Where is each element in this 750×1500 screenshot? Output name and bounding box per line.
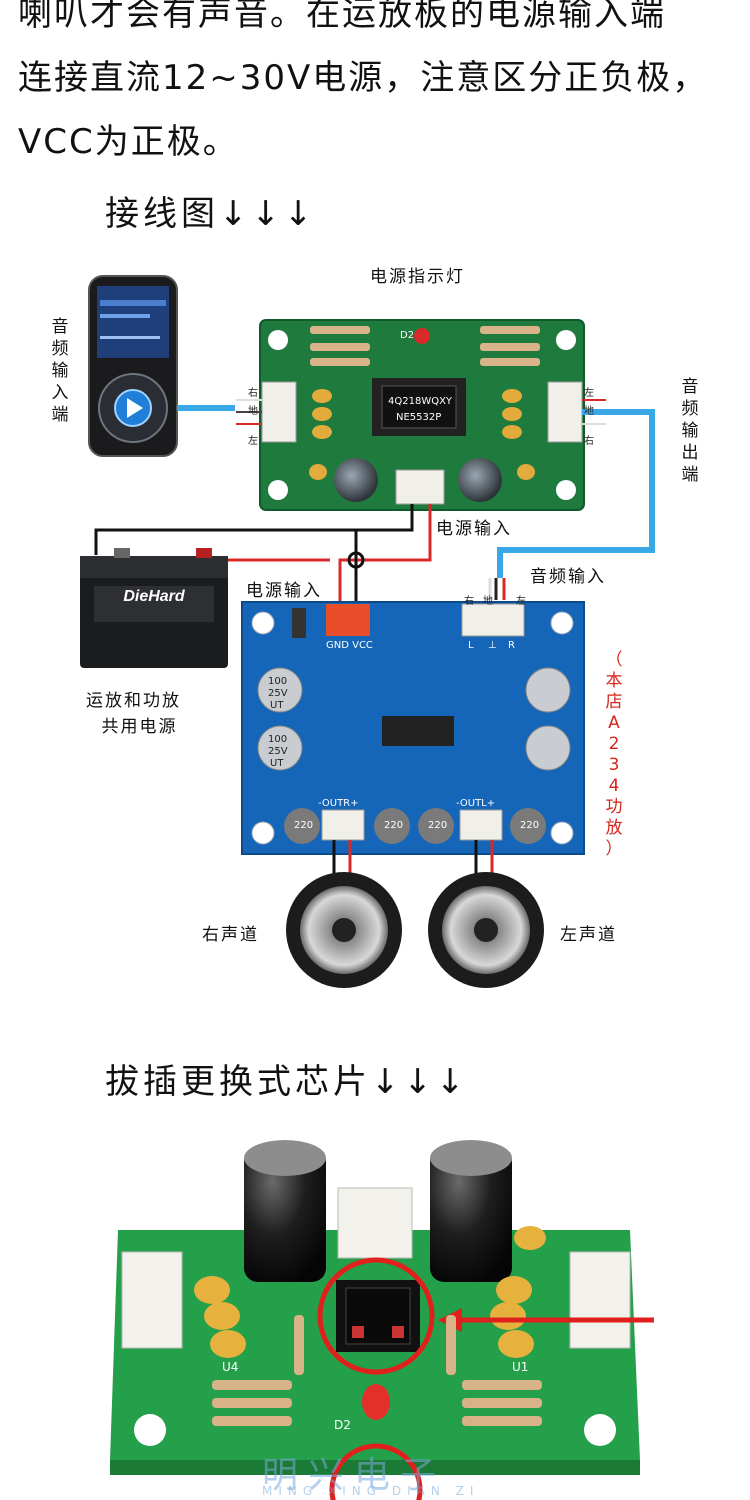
down-arrows-icon-2: ↓↓↓ bbox=[371, 1062, 469, 1102]
cap220-3: 220 bbox=[428, 820, 448, 831]
amp-power-input-label: 电源输入 bbox=[246, 581, 322, 601]
photo-watermark-sub: MING XING DIAN ZI bbox=[262, 1484, 480, 1498]
cap220-4: 220 bbox=[520, 820, 540, 831]
photo-u4-label: U4 bbox=[222, 1360, 239, 1374]
preamp-left-connector-right: 右 bbox=[248, 388, 258, 399]
preamp-power-input-label: 电源输入 bbox=[436, 519, 512, 539]
audio-input-port-label: 音 频 输 入 端 bbox=[51, 317, 69, 425]
cap220-1: 220 bbox=[294, 820, 314, 831]
swappable-chip-photo bbox=[110, 1140, 654, 1500]
cap-left-bottom-1: 100 bbox=[268, 734, 288, 745]
intro-line-1: 喇叭才会有声音。在运放板的电源输入端 bbox=[18, 0, 666, 34]
amp-gnd-vcc: GND VCC bbox=[326, 640, 373, 651]
photo-u1-label: U1 bbox=[512, 1360, 529, 1374]
amp-board bbox=[241, 601, 585, 855]
preamp-left-connector-left: 左 bbox=[248, 436, 258, 447]
cap220-2: 220 bbox=[384, 820, 404, 831]
preamp-right-connector-right: 右 bbox=[584, 436, 594, 447]
down-arrows-icon: ↓↓↓ bbox=[219, 194, 317, 234]
amp-outr-label: -OUTR+ bbox=[318, 798, 359, 809]
power-indicator-label: 电源指示灯 bbox=[370, 267, 465, 287]
right-speaker-icon bbox=[286, 872, 402, 988]
photo-d2-label: D2 bbox=[334, 1418, 351, 1432]
store-note-label: （ 本 店 A 2 3 4 功 放 ） bbox=[605, 650, 623, 859]
wiring-diagram bbox=[80, 275, 655, 988]
amp-connector-left: 左 bbox=[516, 596, 526, 607]
preamp-board bbox=[259, 319, 585, 511]
preamp-led-label: D2 bbox=[400, 330, 415, 341]
swappable-chip-heading: 拔插更换式芯片↓↓↓ bbox=[105, 1054, 468, 1103]
left-channel-label: 左声道 bbox=[560, 925, 617, 945]
cap-left-top-1: 100 bbox=[268, 676, 288, 687]
preamp-right-connector-gnd: 地 bbox=[584, 406, 594, 417]
preamp-left-connector-gnd: 地 bbox=[248, 406, 258, 417]
chip-marking-1: 4Q218WQXY bbox=[388, 396, 453, 407]
audio-output-port-label: 音 频 输 出 端 bbox=[681, 377, 699, 485]
amp-connector-right: 右 bbox=[464, 596, 474, 607]
intro-paragraph: 喇叭才会有声音。在运放板的电源输入端 连接直流12~30V电源，注意区分正负极，… bbox=[18, 0, 738, 174]
amp-audio-input-label: 音频输入 bbox=[530, 567, 606, 587]
mp3-player-icon bbox=[88, 275, 178, 457]
wiring-diagram-title: 接线图 bbox=[105, 194, 219, 234]
amp-pin-r: R bbox=[508, 640, 515, 651]
cap-left-top-3: UT bbox=[270, 700, 284, 711]
amp-outl-label: -OUTL+ bbox=[456, 798, 496, 809]
photo-watermark: 明兴电子 bbox=[262, 1455, 447, 1496]
chip-marking-2: NE5532P bbox=[396, 412, 442, 423]
amp-pin-gnd: ⊥ bbox=[488, 640, 497, 651]
intro-line-2: 连接直流12~30V电源，注意区分正负极， bbox=[18, 58, 709, 98]
battery-icon bbox=[80, 548, 228, 668]
amp-connector-gnd: 地 bbox=[483, 596, 493, 607]
swappable-chip-title: 拔插更换式芯片 bbox=[105, 1062, 371, 1102]
battery-brand: DieHard bbox=[123, 588, 185, 605]
wiring-diagram-heading: 接线图↓↓↓ bbox=[105, 186, 316, 235]
intro-line-3: VCC为正极。 bbox=[18, 122, 239, 162]
right-channel-label: 右声道 bbox=[202, 925, 259, 945]
amp-pin-l: L bbox=[468, 640, 474, 651]
cap-left-bottom-2: 25V bbox=[268, 746, 288, 757]
cap-left-top-2: 25V bbox=[268, 688, 288, 699]
preamp-right-connector-left: 左 bbox=[584, 388, 594, 399]
shared-power-label: 运放和功放 共用电源 bbox=[86, 691, 181, 737]
cap-left-bottom-3: UT bbox=[270, 758, 284, 769]
left-speaker-icon bbox=[428, 872, 544, 988]
